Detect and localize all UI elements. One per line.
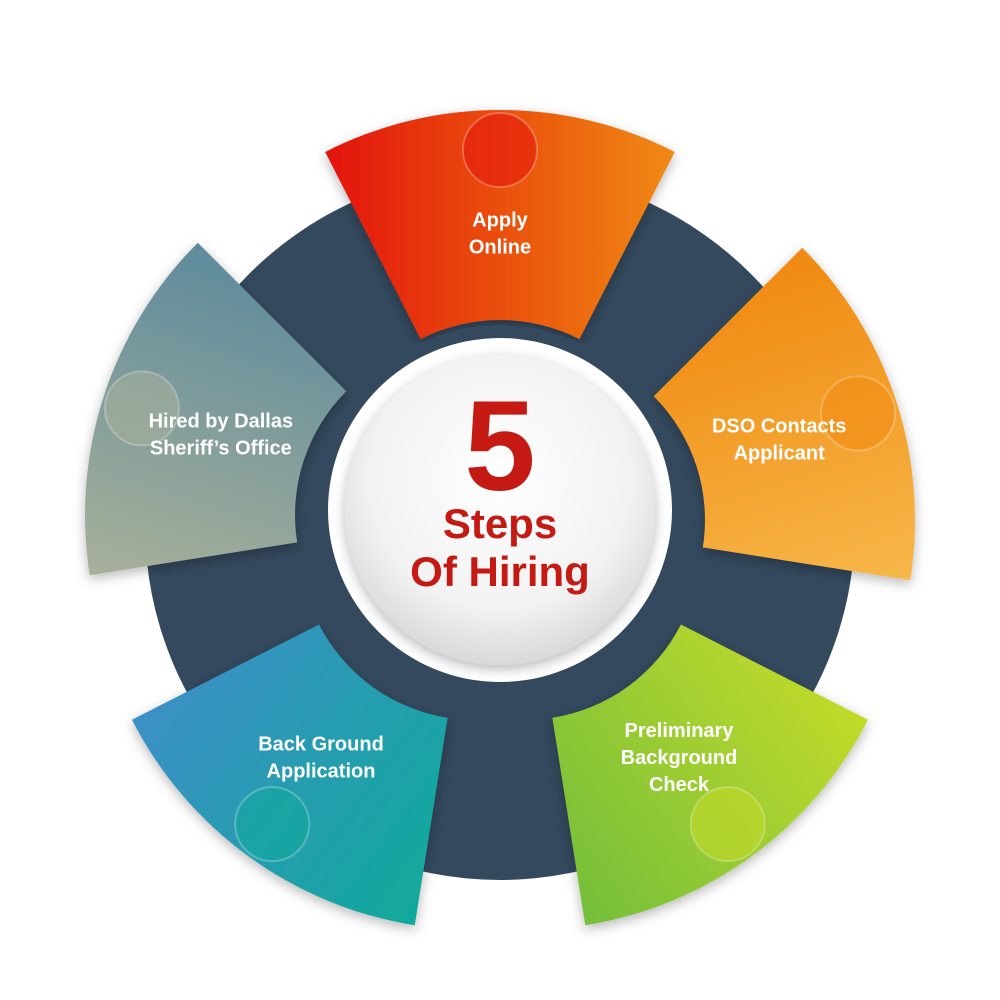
step-bubble-icon bbox=[689, 786, 766, 863]
step-label-line: Application bbox=[267, 760, 376, 782]
step-segment-shape bbox=[131, 624, 448, 926]
center-number: 5 bbox=[464, 375, 535, 518]
step-label-line: Background bbox=[621, 747, 738, 769]
step-label-line: Preliminary bbox=[625, 720, 735, 742]
step-label-line: Check bbox=[649, 774, 710, 796]
step-label-line: Sheriff’s Office bbox=[150, 438, 292, 460]
step-segment-shape bbox=[653, 247, 915, 581]
step-label-line: Apply bbox=[472, 210, 528, 232]
step-segment-shape bbox=[325, 109, 675, 340]
step-bubble-icon bbox=[462, 112, 538, 188]
step-label-line: DSO Contacts bbox=[712, 416, 846, 438]
step-bubble-icon bbox=[820, 375, 897, 452]
step-segment-shape bbox=[552, 624, 869, 926]
step-label-line: Online bbox=[469, 237, 531, 259]
step-label-line: Applicant bbox=[734, 443, 825, 465]
step-bubble-icon bbox=[103, 370, 180, 447]
step-segment-shape bbox=[85, 242, 347, 576]
step-label-line: Back Ground bbox=[258, 733, 384, 755]
step-label-line: Hired by Dallas bbox=[149, 411, 294, 433]
step-bubble-icon bbox=[234, 786, 311, 863]
center-title-line1: Steps bbox=[443, 500, 557, 547]
center-disk bbox=[345, 355, 655, 665]
center-title-line2: Of Hiring bbox=[410, 548, 590, 595]
